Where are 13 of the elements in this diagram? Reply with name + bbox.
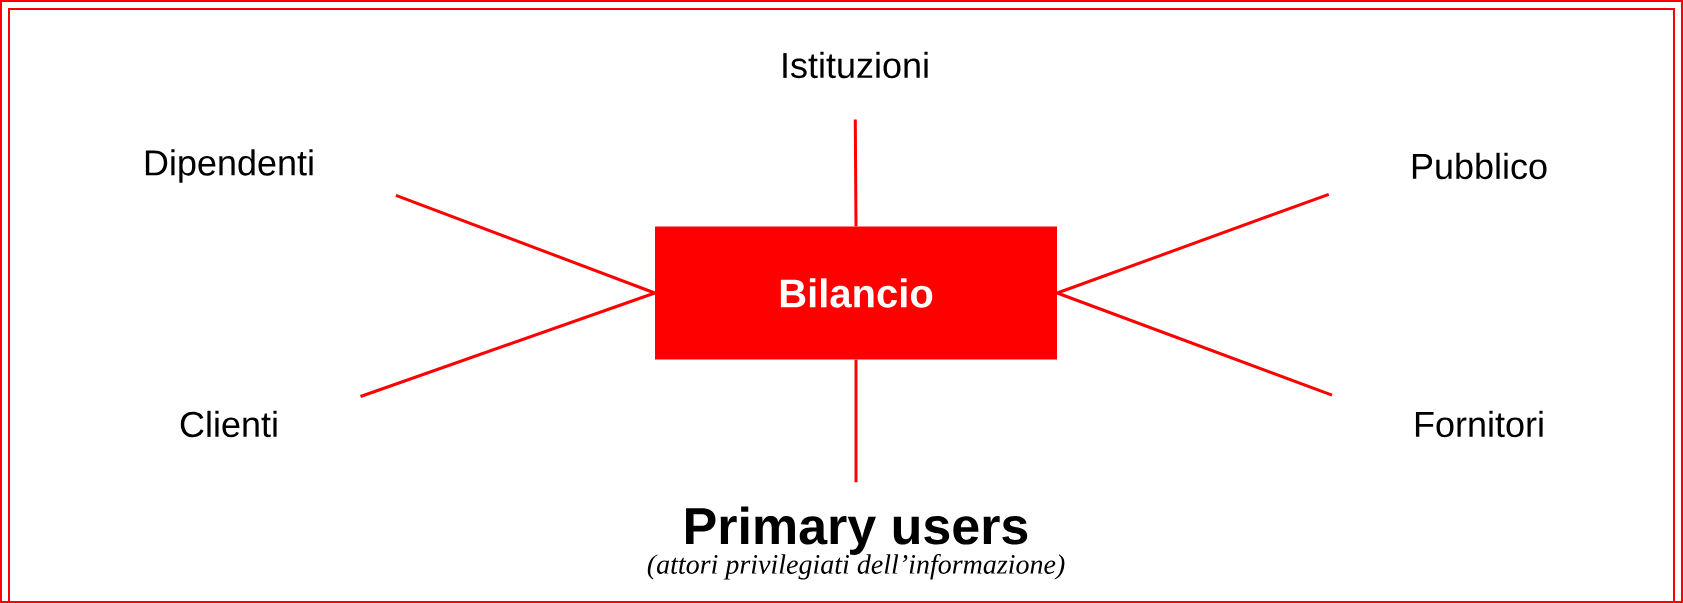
stakeholder-label: Pubblico (1412, 152, 1547, 180)
heading-text: Primary users (attori privilegiati dell’informazione) (647, 506, 1065, 580)
connector-line (360, 291, 656, 398)
stakeholder-label: Clienti (180, 410, 277, 438)
stakeholder-label: Fornitori (1415, 410, 1543, 438)
stakeholder-label: Istituzioni (783, 51, 928, 79)
center-box: Bilancio (655, 226, 1057, 360)
connector-line (853, 119, 858, 227)
connector-line (854, 359, 858, 483)
connector-line (1056, 192, 1330, 295)
connector-line (1056, 291, 1333, 397)
stakeholder-label: Dipendenti (145, 149, 313, 183)
connector-line (395, 193, 656, 295)
